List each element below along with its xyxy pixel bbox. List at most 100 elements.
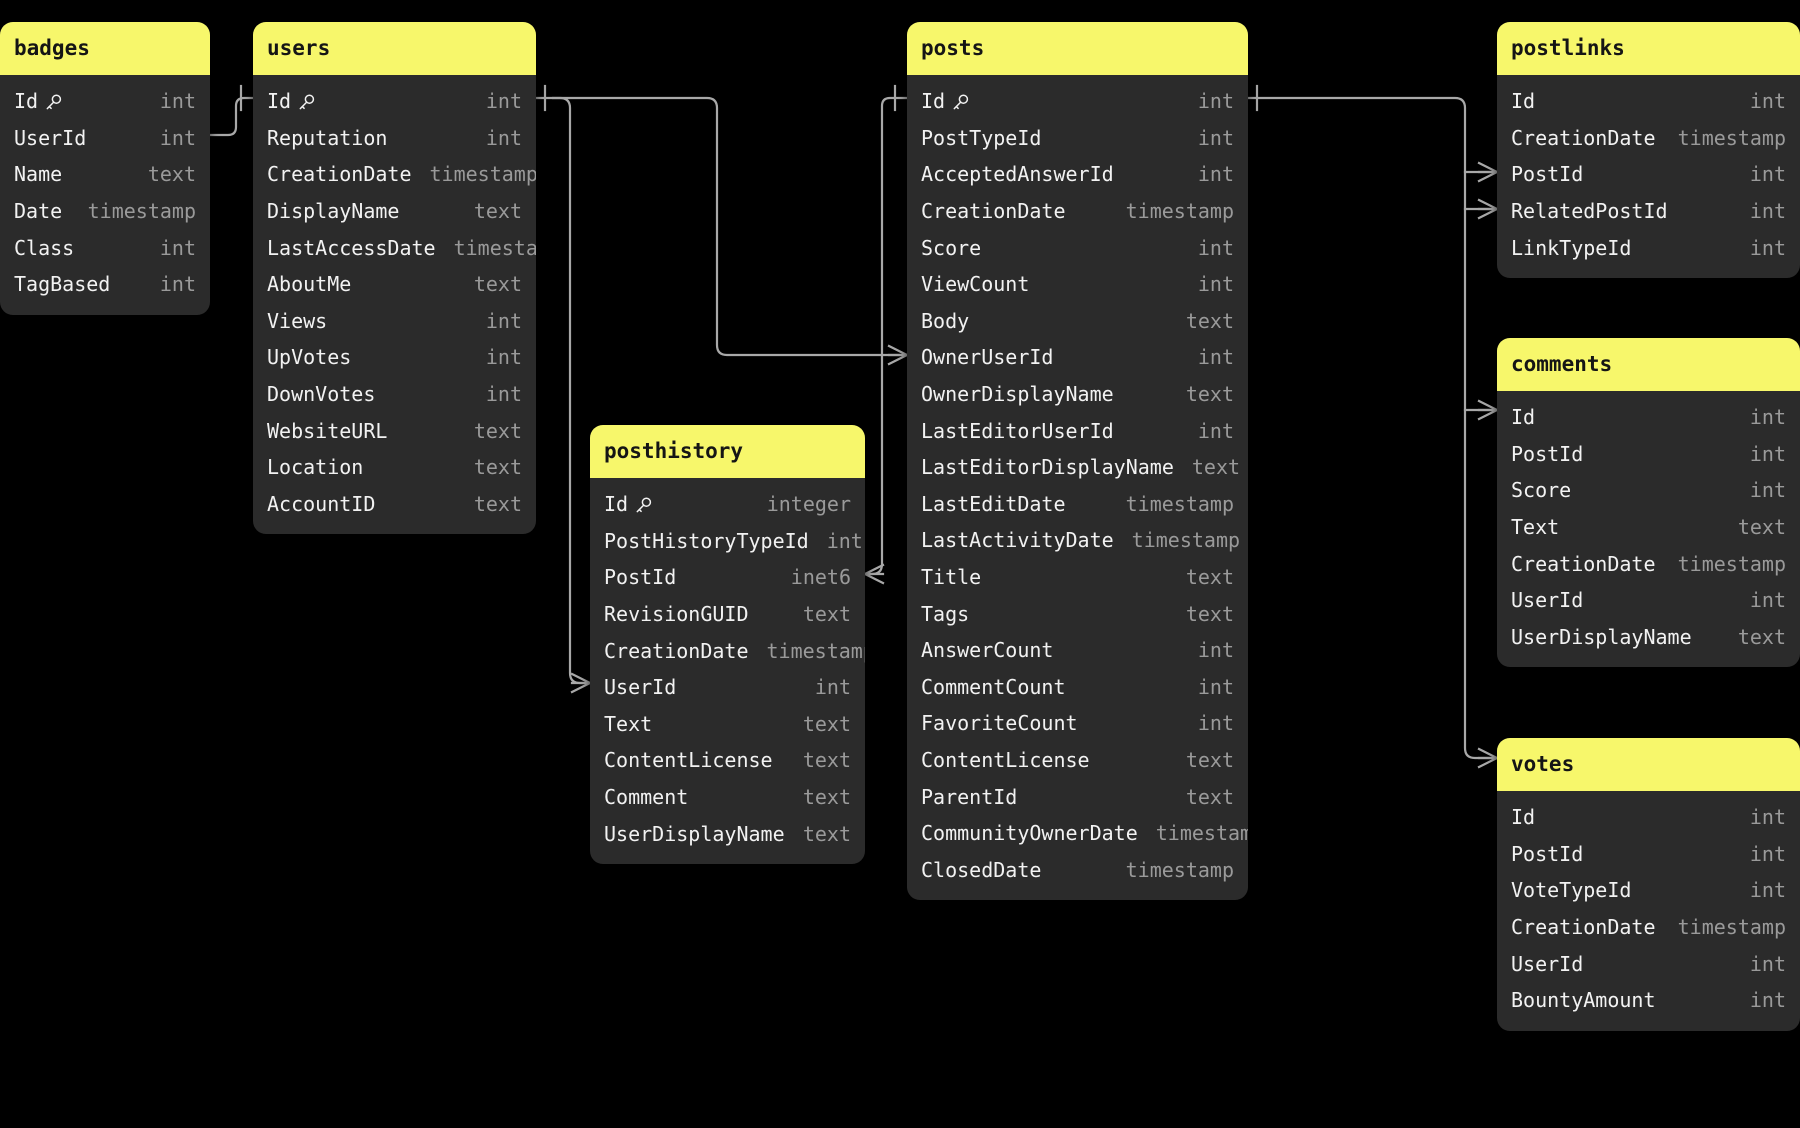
- field-type: int: [1197, 674, 1234, 699]
- field-row[interactable]: CommentCount int: [907, 669, 1248, 706]
- field-type: int: [485, 308, 522, 333]
- field-name: LastEditDate: [921, 492, 1066, 516]
- field-type: int: [826, 528, 863, 553]
- field-row[interactable]: CommunityOwnerDatetimestamp: [907, 815, 1248, 852]
- field-label: Id: [1511, 89, 1536, 114]
- field-row[interactable]: LastAccessDatetimestamp: [253, 229, 536, 266]
- field-name: Location: [267, 455, 363, 479]
- table-header-comments[interactable]: comments: [1497, 338, 1800, 391]
- table-header-users[interactable]: users: [253, 22, 536, 75]
- table-header-posts[interactable]: posts: [907, 22, 1248, 75]
- field-name: PostId: [604, 565, 676, 589]
- field-label: PostId: [604, 565, 677, 590]
- field-label: CreationDate: [604, 638, 749, 663]
- field-name: CommentCount: [921, 675, 1066, 699]
- field-label: Tags: [921, 601, 970, 626]
- field-name: CreationDate: [921, 199, 1066, 223]
- field-name: AcceptedAnswerId: [921, 162, 1114, 186]
- table-header-votes[interactable]: votes: [1497, 738, 1800, 791]
- field-name: AccountID: [267, 492, 375, 516]
- field-type: int: [485, 125, 522, 150]
- field-type: int: [1197, 272, 1234, 297]
- table-header-posthistory[interactable]: posthistory: [590, 425, 865, 478]
- field-name: Tags: [921, 602, 969, 626]
- table-header-postlinks[interactable]: postlinks: [1497, 22, 1800, 75]
- table-header-badges[interactable]: badges: [0, 22, 210, 75]
